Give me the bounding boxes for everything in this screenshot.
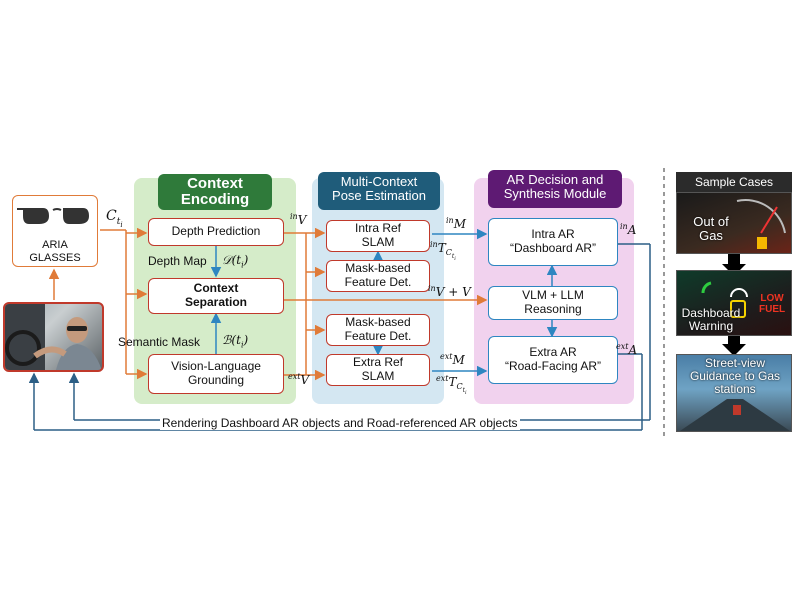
context-separation-line2: Separation: [184, 295, 247, 309]
extra-slam-line1: Extra Ref: [352, 355, 403, 370]
mask-feat-bottom-line1: Mask-based: [345, 315, 411, 330]
ext-a-symbol: extA: [616, 342, 638, 357]
intra-ar-box: Intra AR “Dashboard AR”: [488, 218, 618, 266]
case3-line3: stations: [714, 382, 756, 397]
vlg-line2: Grounding: [187, 373, 245, 387]
vlg-line1: Vision-Language: [171, 359, 261, 374]
sample-cases-title: Sample Cases: [676, 172, 792, 192]
mask-feat-bottom-line2: Feature Det.: [344, 329, 412, 343]
ext-m-symbol: extM: [440, 352, 465, 367]
pose-estimation-header-line1: Multi-Context: [340, 174, 418, 189]
intra-ref-slam-box: Intra Ref SLAM: [326, 220, 430, 252]
mask-feat-top-line1: Mask-based: [345, 261, 411, 276]
semantic-mask-label: Semantic Mask: [118, 335, 201, 349]
sample-case-dashboard-warning: LOW FUEL Dashboard Warning: [676, 270, 792, 336]
driver-photo: [3, 302, 104, 372]
depth-prediction-label: Depth Prediction: [171, 224, 261, 239]
mask-feature-det-bottom-box: Mask-based Feature Det.: [326, 314, 430, 346]
extra-ref-slam-box: Extra Ref SLAM: [326, 354, 430, 386]
pose-estimation-header: Multi-Context Pose Estimation: [318, 172, 440, 210]
in-v-symbol: inV: [290, 212, 307, 227]
case2-line1: Dashboard: [681, 306, 741, 320]
mask-feature-det-top-box: Mask-based Feature Det.: [326, 260, 430, 292]
vlm-line1: VLM + LLM: [522, 288, 584, 303]
ext-v-symbol: extV: [288, 372, 310, 387]
context-encoding-header-line2: Encoding: [180, 190, 250, 208]
in-t-symbol: inTCti: [430, 240, 456, 263]
context-separation-box: Context Separation: [148, 278, 284, 314]
context-separation-line1: Context: [193, 281, 239, 296]
in-m-symbol: inM: [446, 216, 467, 231]
glasses-label-line1: ARIA: [42, 239, 68, 251]
case3-line2: Guidance to Gas: [689, 369, 781, 384]
vision-language-grounding-box: Vision-Language Grounding: [148, 354, 284, 394]
vlm-line2: Reasoning: [524, 302, 582, 316]
low-fuel-badge: LOW FUEL: [759, 293, 785, 315]
intra-slam-line1: Intra Ref: [354, 221, 402, 236]
extra-slam-line2: SLAM: [361, 369, 395, 383]
glasses-icon: [17, 208, 89, 224]
vlm-llm-reasoning-box: VLM + LLM Reasoning: [488, 286, 618, 320]
case1-line2: Gas: [699, 228, 723, 244]
context-encoding-header-line1: Context: [187, 175, 243, 192]
aria-glasses-box: ARIA GLASSES: [12, 195, 98, 267]
context-encoding-header: Context Encoding: [158, 174, 272, 210]
ext-t-symbol: extTCti: [436, 374, 467, 397]
case3-line1: Street-view: [704, 356, 766, 370]
extra-ar-line1: Extra AR: [529, 345, 577, 360]
in-a-symbol: inA: [620, 222, 637, 237]
case1-line1: Out of: [693, 214, 729, 229]
mask-feat-top-line2: Feature Det.: [344, 275, 412, 289]
sample-case-street-view: Street-view Guidance to Gas stations: [676, 354, 792, 432]
intra-ar-line1: Intra AR: [531, 227, 575, 242]
mid-v-symbol: inV + V: [428, 284, 471, 299]
low-fuel-line2: FUEL: [759, 304, 786, 315]
depth-map-symbol: 𝒟(ti): [222, 253, 249, 270]
glasses-label-line2: GLASSES: [29, 251, 81, 264]
extra-ar-line2: “Road-Facing AR”: [504, 359, 602, 373]
semantic-mask-symbol: ℬ(ti): [222, 333, 249, 350]
depth-map-label: Depth Map: [148, 254, 207, 268]
pose-estimation-header-line2: Pose Estimation: [332, 187, 426, 203]
depth-prediction-box: Depth Prediction: [148, 218, 284, 246]
intra-ar-line2: “Dashboard AR”: [509, 241, 597, 255]
ar-decision-header-line2: Synthesis Module: [503, 185, 607, 201]
ar-decision-header: AR Decision and Synthesis Module: [488, 170, 622, 208]
low-fuel-line1: LOW: [760, 293, 784, 304]
ar-decision-header-line1: AR Decision and: [506, 172, 604, 187]
extra-ar-box: Extra AR “Road-Facing AR”: [488, 336, 618, 384]
input-ct-symbol: Cti: [106, 208, 123, 229]
intra-slam-line2: SLAM: [361, 235, 395, 249]
sample-case-out-of-gas: Out of Gas: [676, 192, 792, 254]
bottom-caption: Rendering Dashboard AR objects and Road-…: [160, 416, 520, 430]
case2-line2: Warning: [688, 319, 734, 334]
